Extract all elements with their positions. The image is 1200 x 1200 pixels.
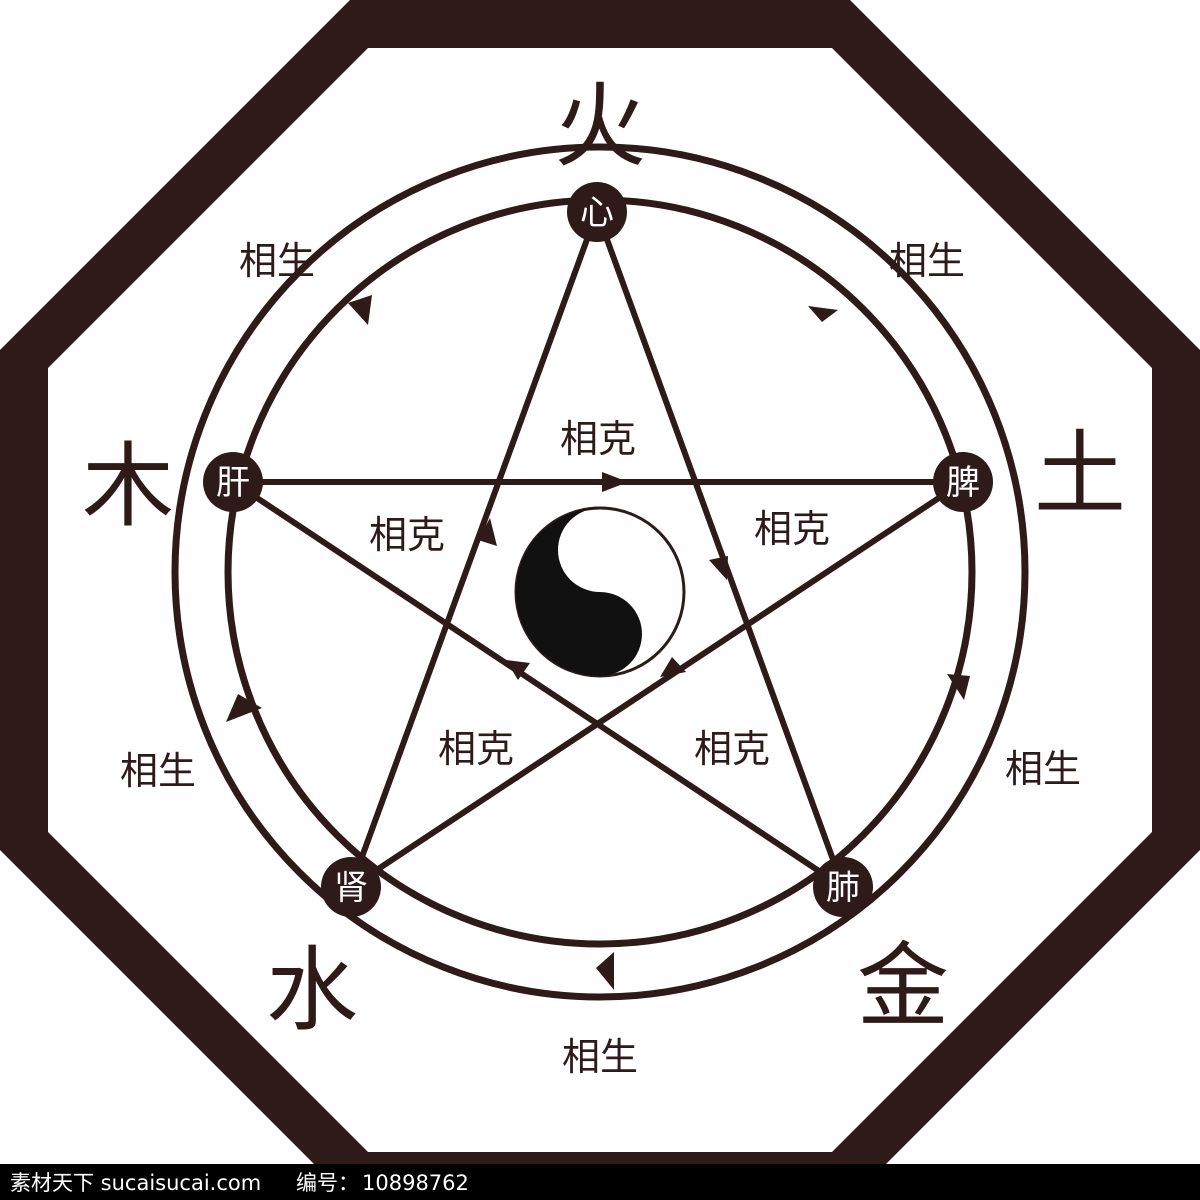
organ-node-heart: 心 bbox=[567, 182, 627, 242]
restraining-label: 相克 bbox=[694, 727, 770, 771]
watermark-bar bbox=[0, 1164, 1200, 1200]
yin-yang-icon bbox=[514, 506, 686, 678]
organ-label-kidney: 肾 bbox=[334, 868, 368, 908]
organ-label-spleen: 脾 bbox=[946, 463, 980, 503]
restraining-arrows bbox=[478, 472, 728, 680]
watermark-code: 10898762 bbox=[362, 1171, 469, 1195]
organ-label-heart: 心 bbox=[580, 193, 614, 233]
generating-label: 相生 bbox=[120, 749, 196, 793]
element-label-wood: 木 bbox=[82, 433, 174, 540]
generating-label: 相生 bbox=[1005, 747, 1081, 791]
star-edge-spleen-kidney bbox=[349, 479, 965, 890]
star-edge-heart-kidney bbox=[348, 210, 600, 889]
organ-node-liver: 肝 bbox=[203, 452, 263, 512]
arrow-icon bbox=[947, 674, 970, 700]
element-label-fire: 火 bbox=[554, 73, 646, 180]
restraining-label: 相克 bbox=[369, 513, 445, 557]
generating-arrows bbox=[226, 295, 970, 990]
arrow-icon bbox=[709, 556, 728, 580]
organ-node-kidney: 肾 bbox=[321, 857, 381, 917]
arrow-icon bbox=[602, 472, 628, 492]
star-edge-heart-spleen-axis bbox=[594, 210, 846, 889]
arrow-icon bbox=[808, 306, 838, 322]
element-label-earth: 土 bbox=[1034, 421, 1126, 528]
watermark-site: 素材天下 sucaisucai.com bbox=[10, 1171, 261, 1195]
organ-label-liver: 肝 bbox=[216, 463, 250, 503]
arrow-icon bbox=[506, 660, 530, 680]
element-label-metal: 金 bbox=[857, 933, 949, 1040]
arrow-icon bbox=[478, 518, 497, 546]
element-label-water: 水 bbox=[266, 937, 358, 1044]
watermark-code-label: 编号： bbox=[296, 1171, 359, 1195]
generating-label: 相生 bbox=[239, 239, 315, 283]
star-edge-liver-lung bbox=[231, 479, 845, 890]
restraining-label: 相克 bbox=[754, 507, 830, 551]
arrow-icon bbox=[596, 952, 614, 990]
outer-circle bbox=[171, 143, 1029, 1001]
restraining-label: 相克 bbox=[560, 417, 636, 461]
generating-label: 相生 bbox=[562, 1035, 638, 1079]
organ-label-lung: 肺 bbox=[826, 868, 860, 908]
arrow-icon bbox=[660, 657, 686, 677]
restraining-label: 相克 bbox=[438, 727, 514, 771]
organ-node-spleen: 脾 bbox=[933, 452, 993, 512]
organ-node-lung: 肺 bbox=[813, 857, 873, 917]
arrow-icon bbox=[226, 694, 262, 722]
arrow-icon bbox=[348, 295, 372, 325]
generating-label: 相生 bbox=[889, 239, 965, 283]
